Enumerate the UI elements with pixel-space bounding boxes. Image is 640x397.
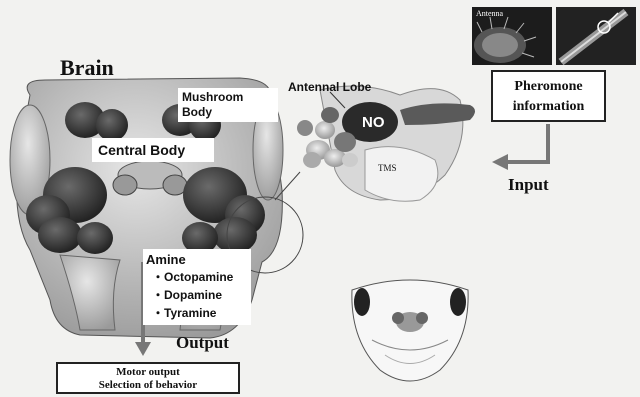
- antenna-caption: Antenna: [476, 9, 503, 18]
- motor-line1: Motor output: [58, 366, 238, 379]
- pheromone-line1: Pheromone: [493, 77, 604, 97]
- mushroom-body-label: Mushroom Body: [178, 88, 278, 122]
- antennal-lobe-label: Antennal Lobe: [288, 80, 371, 94]
- input-label: Input: [508, 175, 549, 195]
- no-label: NO: [362, 114, 385, 131]
- motor-line2: Selection of behavior: [58, 379, 238, 392]
- central-body-label: Central Body: [92, 138, 214, 162]
- pheromone-line2: information: [493, 97, 604, 117]
- antenna-sensilla-photo: [556, 7, 636, 65]
- mushroom-body-text: Mushroom Body: [182, 90, 243, 119]
- tms-label: TMS: [378, 163, 397, 173]
- amine-tyramine: ・Tyramine: [152, 304, 216, 321]
- amine-dopamine: ・Dopamine: [152, 286, 222, 303]
- amine-octopamine: ・Octopamine: [152, 268, 233, 285]
- motor-output-box: Motor output Selection of behavior: [56, 362, 240, 394]
- brain-title: Brain: [60, 55, 114, 81]
- amine-title: Amine: [146, 252, 186, 267]
- output-label: Output: [176, 333, 229, 353]
- pheromone-information-box: Pheromone information: [491, 70, 606, 122]
